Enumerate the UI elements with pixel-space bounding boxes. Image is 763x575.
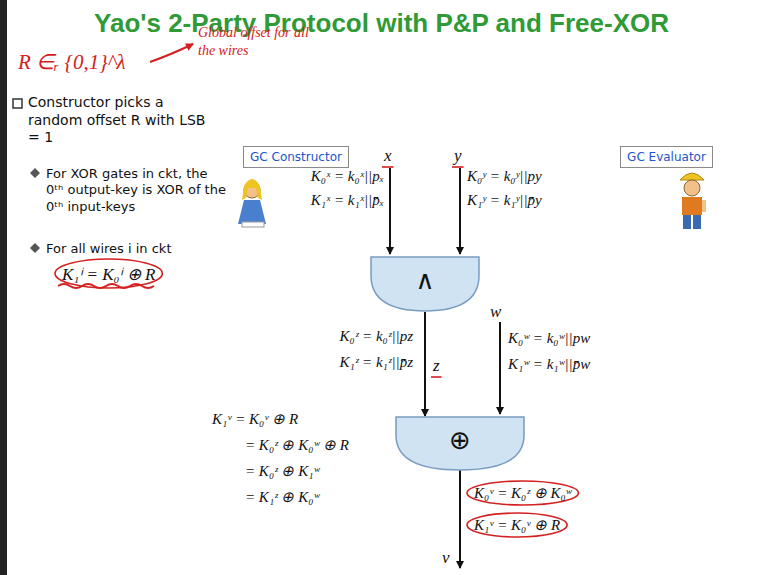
bullet-square [13, 99, 22, 108]
and-gate: ∧ [370, 256, 480, 312]
annotation-arrow [150, 44, 193, 62]
equation: K₁ᵛ = K₀ᵛ ⊕ R [474, 516, 560, 534]
gate-shape [396, 417, 524, 470]
annotation-underline [452, 166, 464, 168]
node-text: ⊕ [449, 425, 471, 455]
annotation-circle [467, 513, 567, 537]
handwritten-note: R ∈ᵣ {0,1}^λ [18, 50, 126, 75]
wire-key: K₀ˣ = k₀ˣ||pₓ [311, 168, 384, 185]
output-wire [459, 470, 461, 568]
bob-figure [680, 173, 706, 229]
equation: K₁ᵛ = K₀ᵛ ⊕ R [212, 410, 298, 428]
node-text: GC Constructor [250, 150, 342, 164]
wire-key: K₁ʸ = k₁ʸ||p̄y [467, 192, 542, 209]
annotation-underline [431, 376, 442, 378]
annotation-circle [467, 481, 578, 505]
xor-gate: ⊕ [395, 416, 525, 471]
wire-name: v [442, 548, 450, 568]
wire-key: K₁ᶻ = k₁ᶻ||p̄z [339, 354, 413, 371]
input-wire [499, 322, 501, 414]
handwritten-note: Global offset for all the wires [198, 24, 318, 59]
bullet-text: For XOR gates in ckt, the 0ᵗʰ output-key… [46, 166, 226, 215]
equation: K₀ᵛ = K₀ᶻ ⊕ K₀ʷ [474, 484, 571, 502]
input-wire [459, 168, 461, 254]
wire-key: K₀ᶻ = k₀ᶻ||pz [339, 328, 413, 345]
equation: = K₀ᶻ ⊕ K₀ʷ ⊕ R [245, 436, 349, 454]
equation: = K₀ᶻ ⊕ K₁ʷ [245, 462, 319, 480]
wire-name: x [384, 146, 392, 166]
party-box: GC Evaluator [620, 146, 713, 168]
bullet-diamond [30, 243, 40, 253]
alice-figure [238, 179, 266, 227]
wire-key: K₁ʷ = k₁ʷ||p̄w [508, 356, 590, 373]
wire-name: y [454, 146, 462, 166]
input-wire [389, 168, 391, 254]
bullet-text: Constructor picks a random offset R with… [28, 94, 218, 147]
bullet-diamond [30, 168, 40, 178]
node-text: ∧ [415, 265, 434, 295]
wire-key: K₀ʸ = k₀ʸ||py [467, 168, 542, 185]
wire-connector [424, 312, 426, 416]
wire-key: K₁ˣ = k₁ˣ||p̄ₓ [311, 192, 384, 209]
equation: = K₁ᶻ ⊕ K₀ʷ [245, 488, 319, 506]
wire-name: z [433, 356, 440, 376]
annotation-circle [55, 259, 162, 288]
party-box: GC Constructor [243, 146, 349, 168]
gate-shape [371, 257, 479, 311]
wire-key: K₀ʷ = k₀ʷ||pw [508, 330, 590, 347]
slide-title: Yao's 2-Party Protocol with P&P and Free… [0, 8, 763, 39]
bullet-text: For all wires i in ckt [46, 241, 226, 257]
equation: K₁ⁱ = K₀ⁱ ⊕ R [62, 262, 155, 285]
wire-name: w [490, 302, 501, 322]
node-text: GC Evaluator [627, 150, 706, 164]
annotation-underline [382, 166, 394, 168]
slide-edge-bar [0, 0, 7, 575]
